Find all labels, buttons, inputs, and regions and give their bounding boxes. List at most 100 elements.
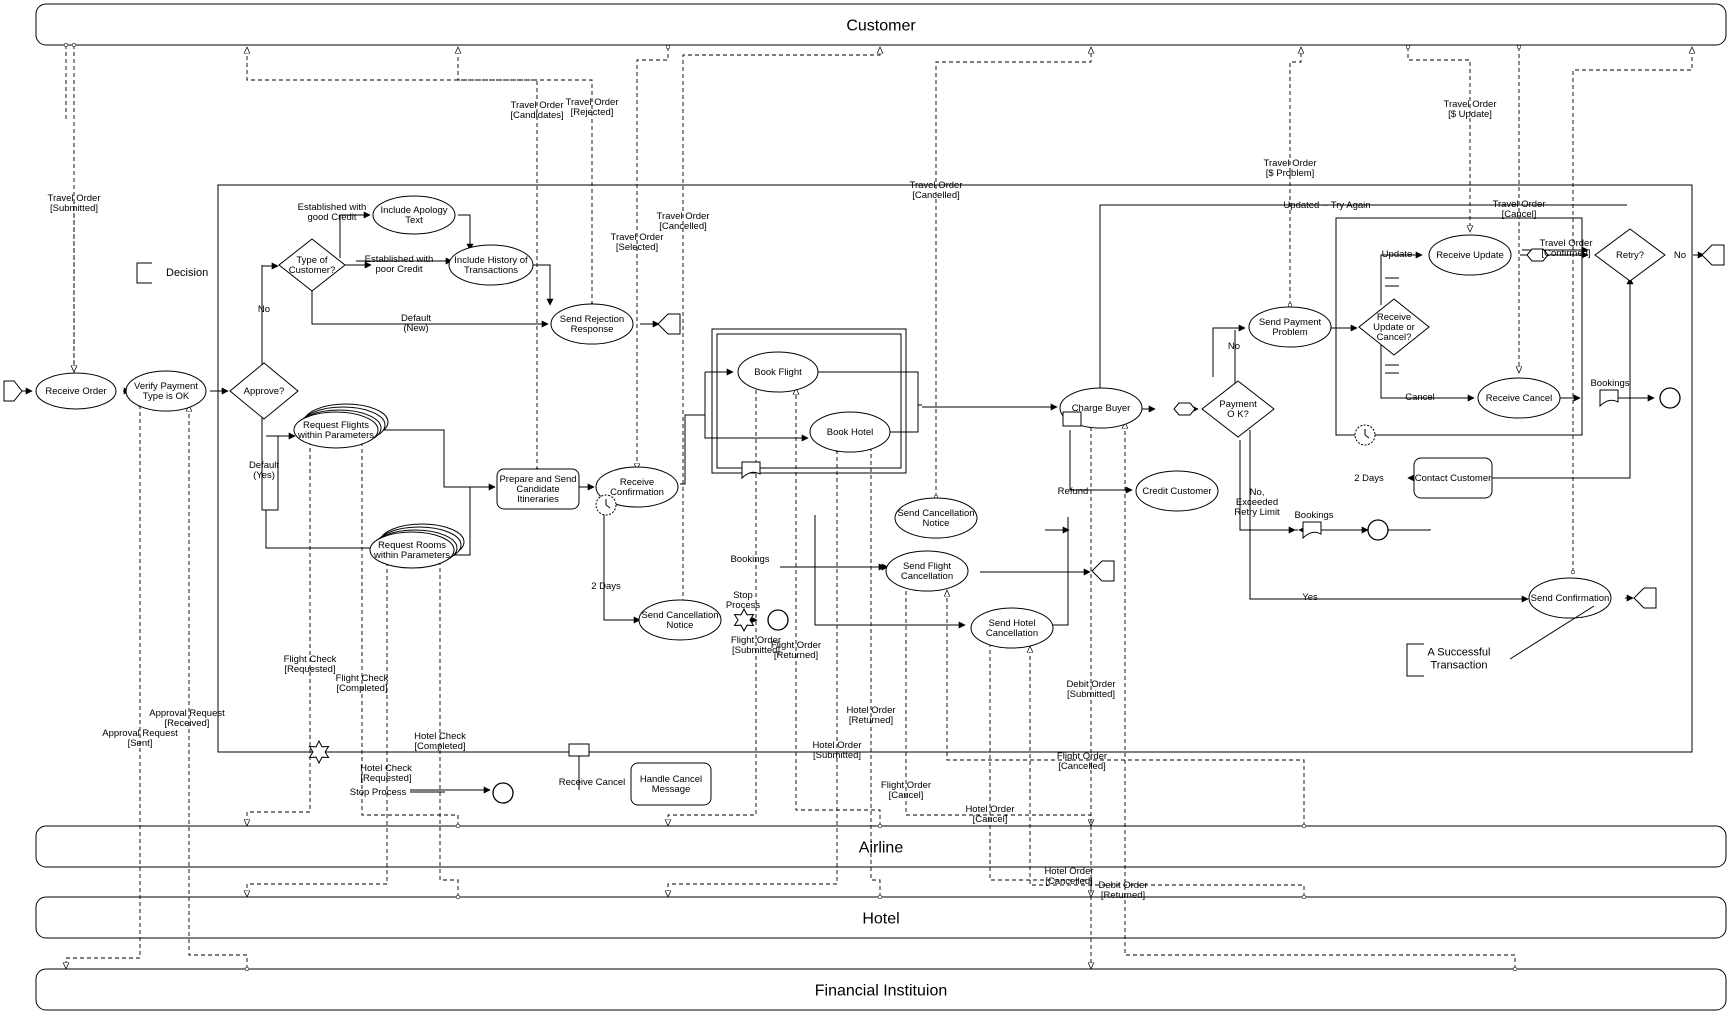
task-label-charge-buyer: Charge Buyer — [1072, 403, 1131, 414]
clock-icon — [1364, 429, 1370, 439]
label-updated-try-again: Updated -- Try Again — [1283, 200, 1370, 211]
end-event[interactable] — [1367, 519, 1389, 541]
successful-annotation-bracket — [1406, 643, 1424, 677]
label-hotel-check-completed: Hotel Check[Completed] — [414, 731, 466, 752]
task-label-send-confirmation: Send Confirmation — [1531, 593, 1610, 604]
connector — [680, 372, 706, 485]
receive-cancel-event[interactable] — [568, 743, 590, 757]
label-two-days-2: 2 Days — [1354, 473, 1384, 484]
connector — [1042, 517, 1069, 626]
msg-travel-order-rejected — [458, 47, 592, 305]
label-hotel-check-requested: Hotel Check[Requested] — [360, 763, 412, 784]
label-no-3: No — [1674, 250, 1686, 261]
label-approval-request-received: Approval Request[Received] — [149, 708, 225, 729]
gateway-receive-update-or-cancel[interactable] — [1358, 298, 1430, 356]
sequence-flow — [261, 262, 279, 300]
task-include-history[interactable] — [448, 244, 534, 286]
clock-icon — [605, 499, 611, 509]
charge-attached-event — [1062, 411, 1082, 427]
task-request-rooms[interactable] — [369, 531, 455, 569]
end-event[interactable] — [1659, 387, 1681, 409]
label-bookings-2: Bookings — [1294, 510, 1333, 521]
connector — [818, 371, 922, 406]
task-send-cancellation-notice-2[interactable] — [894, 497, 978, 539]
label-bookings-1: Bookings — [730, 554, 769, 565]
gateway-payment-ok[interactable] — [1201, 380, 1275, 438]
label-default-yes: Default(Yes) — [249, 460, 279, 481]
gateway-label-retry: Retry? — [1616, 250, 1644, 261]
end-event[interactable] — [492, 782, 514, 804]
gateway-approve[interactable] — [229, 362, 299, 420]
task-book-flight[interactable] — [737, 351, 819, 393]
task-send-flight-cancellation[interactable] — [885, 550, 969, 592]
label-travel-order-cancel: Travel Order[Cancel] — [1493, 199, 1546, 220]
task-send-rejection[interactable] — [550, 303, 634, 345]
task-handle-cancel[interactable] — [630, 762, 712, 806]
sequence-flow — [704, 372, 809, 442]
task-send-hotel-cancellation[interactable] — [970, 607, 1054, 649]
task-send-cancellation-notice-1[interactable] — [638, 599, 722, 641]
task-receive-cancel[interactable] — [1477, 377, 1561, 419]
task-credit-customer[interactable] — [1135, 470, 1219, 512]
task-label-receive-cancel: Receive Cancel — [1486, 393, 1553, 404]
bookings-data-object-3 — [1599, 389, 1619, 408]
label-no-1: No — [258, 304, 270, 315]
pool-title-hotel: Hotel — [862, 911, 899, 928]
message-end-shape — [657, 313, 681, 335]
task-label-contact-customer: Contact Customer — [1415, 473, 1492, 484]
sequence-flow — [458, 214, 474, 251]
cancel-intermediate-event[interactable] — [308, 739, 330, 765]
task-include-apology[interactable] — [372, 195, 456, 235]
msg-travel-order-cancelled-2 — [936, 47, 1091, 497]
task-prepare-send[interactable] — [496, 468, 580, 510]
message-start-shape[interactable] — [3, 380, 23, 402]
msg-travel-order-confirmed — [1573, 47, 1692, 572]
gateway-type-of-customer[interactable] — [278, 238, 346, 292]
label-stop-process-2: Stop Process — [350, 787, 407, 798]
task-contact-customer[interactable] — [1413, 457, 1493, 499]
label-bookings-3: Bookings — [1590, 378, 1629, 389]
label-hotel-order-submitted: Hotel Order[Submitted] — [812, 740, 861, 761]
task-send-payment-problem[interactable] — [1248, 306, 1332, 348]
stop-process-event-1[interactable] — [733, 607, 755, 633]
label-debit-order-returned: Debit Order[Returned] — [1098, 880, 1147, 901]
task-verify-payment[interactable] — [125, 370, 207, 412]
label-flight-check-completed: Flight Check[Completed] — [336, 673, 389, 694]
task-receive-order[interactable] — [35, 372, 117, 410]
msg-hotel-check-requested — [247, 541, 387, 897]
label-travel-order-selected: Travel Order[Selected] — [611, 232, 664, 253]
task-label-credit-customer: Credit Customer — [1142, 486, 1211, 497]
label-no-2: No — [1228, 341, 1240, 352]
annotation-decision: Decision — [166, 267, 208, 279]
message-end-shape — [1633, 587, 1657, 609]
task-book-hotel[interactable] — [809, 411, 891, 453]
pool-financial — [35, 968, 1727, 1011]
gateway-retry[interactable] — [1594, 228, 1666, 282]
label-hotel-order-returned: Hotel Order[Returned] — [846, 705, 895, 726]
label-hotel-order-cancel: Hotel Order[Cancel] — [965, 804, 1014, 825]
msg-travel-order-cancelled-1 — [683, 47, 880, 610]
task-receive-confirmation[interactable] — [595, 466, 679, 508]
task-request-flights[interactable] — [293, 411, 379, 449]
sequence-flow — [1096, 204, 1627, 406]
msg-hotel-check-completed — [440, 548, 458, 897]
end-event[interactable] — [767, 609, 789, 631]
sequence-flow — [814, 515, 966, 629]
task-receive-update[interactable] — [1428, 234, 1512, 276]
label-travel-order-problem: Travel Order[$ Problem] — [1264, 158, 1317, 179]
